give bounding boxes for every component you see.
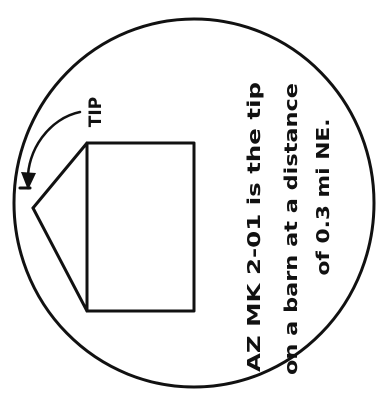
barn-body: [87, 143, 194, 311]
description-line-2: on a barn at a distance: [281, 83, 302, 375]
roof-upper-slope: [33, 143, 87, 208]
roof-lower-slope: [33, 208, 87, 311]
tip-label: TIP: [86, 97, 106, 127]
description-line-3: of 0.3 mi NE.: [313, 119, 334, 276]
tip-arrow-curve: [28, 112, 80, 183]
description-line-1: AZ MK 2-01 is the tip: [244, 82, 265, 372]
